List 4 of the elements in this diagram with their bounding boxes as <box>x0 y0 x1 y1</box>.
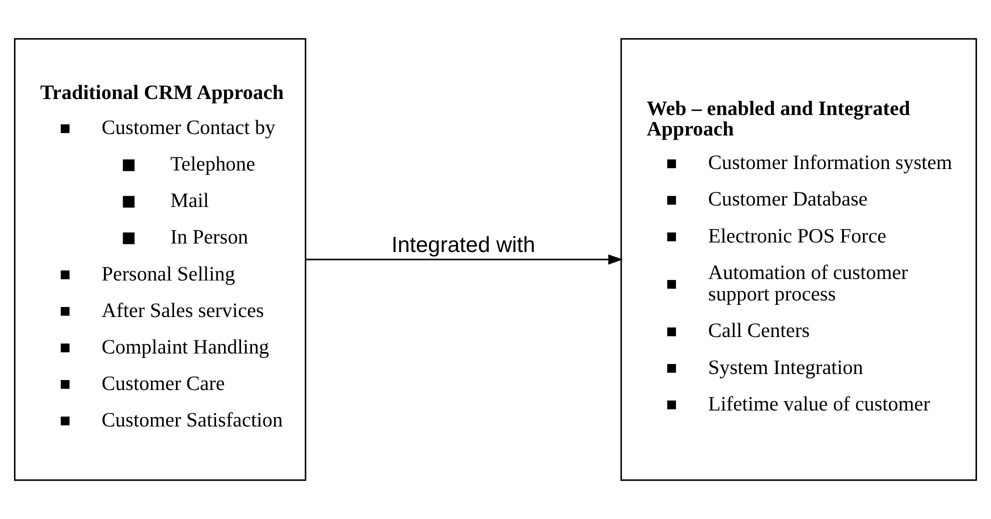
node-box: Web – enabled and Integrated Approach Customer Information system Customer Database Electronic POS Force Automation of customer support process Call Centers System Integration Lifetime value of customer <box>620 38 977 481</box>
edge-label: Integrated with <box>392 232 536 258</box>
arrow <box>306 254 623 265</box>
node-box: Traditional CRM Approach Customer Contact by Telephone Mail In Person Personal Selling After Sales services Complaint Handling Customer Care Customer Satisfaction <box>14 38 306 481</box>
